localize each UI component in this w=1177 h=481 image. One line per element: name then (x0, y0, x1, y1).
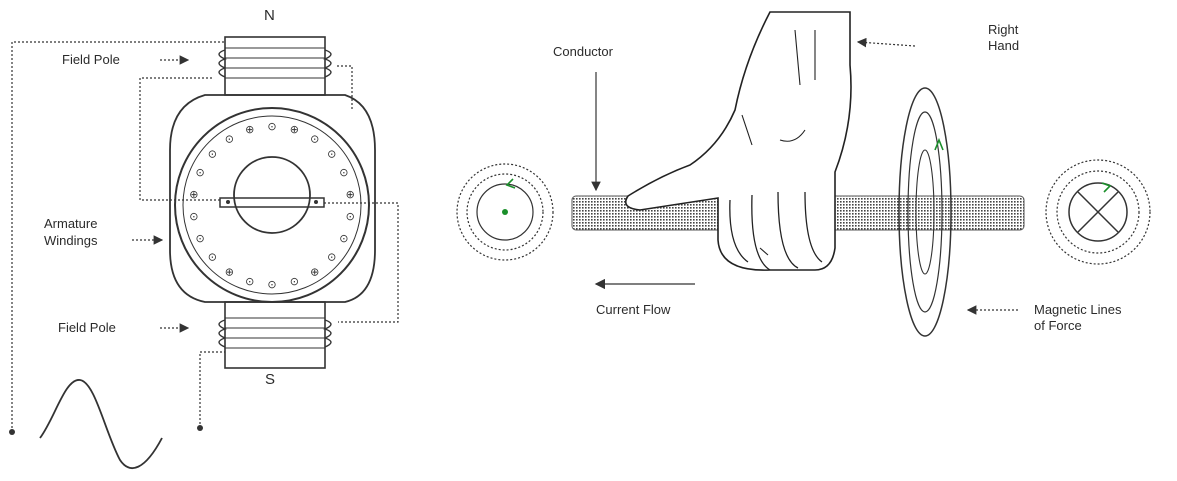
field-ring-around-conductor (898, 87, 952, 337)
armature-conductor-symbol: ⊙ (195, 232, 204, 245)
right-hand-icon (624, 11, 852, 271)
armature-conductor-symbol: ⊕ (290, 123, 299, 136)
field-pole-bottom-label: Field Pole (58, 320, 116, 335)
armature-conductor-symbol: ⊕ (310, 266, 319, 279)
armature-conductor-symbols: ⊙⊕⊙⊙⊙⊕⊙⊙⊙⊕⊙⊙⊙⊕⊙⊙⊙⊕⊙⊙⊙⊕ (189, 120, 355, 291)
armature-label-line2: Windings (44, 233, 98, 248)
armature-conductor-symbol: ⊙ (267, 120, 276, 133)
ac-supply-wiring (11, 41, 225, 432)
south-pole-label: S (265, 371, 276, 388)
field-pole-top (218, 36, 332, 96)
internal-wiring (139, 65, 399, 323)
current-in-cross-icon (1077, 191, 1119, 233)
ac-sine-wave-icon (39, 379, 163, 469)
right-hand-rule-diagram (456, 11, 1151, 337)
armature-conductor-symbol: ⊙ (346, 210, 355, 223)
armature-conductor-symbol: ⊙ (189, 210, 198, 223)
armature-conductor-symbol: ⊙ (327, 147, 336, 160)
right-hand-label-line1: Right (988, 22, 1019, 37)
right-hand-arrow (856, 37, 916, 48)
terminal-left (9, 429, 15, 435)
armature-conductor-symbol: ⊕ (346, 188, 355, 201)
armature-conductor-symbol: ⊙ (339, 166, 348, 179)
armature-outer-ring (174, 107, 370, 303)
right-hand-label-line2: Hand (988, 38, 1020, 53)
field-pole-bottom (218, 301, 332, 369)
north-pole-label: N (264, 7, 275, 24)
magnetic-lines-label-line1: Magnetic Lines (1034, 302, 1122, 317)
armature-inner-ring (182, 115, 362, 295)
armature-conductor-symbol: ⊙ (267, 278, 276, 291)
current-flow-label: Current Flow (596, 302, 671, 317)
armature-conductor-symbol: ⊙ (208, 147, 217, 160)
stator-housing (169, 94, 376, 303)
armature-conductor-symbol: ⊕ (225, 266, 234, 279)
terminal-right (197, 425, 203, 431)
armature-conductor-symbol: ⊙ (208, 251, 217, 264)
armature-label-line1: Armature (44, 216, 98, 231)
field-lines-current-in (1045, 159, 1151, 265)
armature-conductor-symbol: ⊙ (310, 133, 319, 146)
magnetic-lines-label-line2: of Force (1034, 318, 1082, 333)
armature-conductor-symbol: ⊙ (339, 232, 348, 245)
armature-conductor-symbol: ⊙ (290, 275, 299, 288)
conductor-label: Conductor (553, 44, 613, 59)
armature-conductor-symbol: ⊙ (245, 275, 254, 288)
field-lines-current-out (456, 163, 554, 261)
armature-conductor-symbol: ⊕ (189, 188, 198, 201)
armature-conductor-symbol: ⊙ (195, 166, 204, 179)
armature-conductor-symbol: ⊙ (225, 133, 234, 146)
current-out-dot-icon (502, 209, 508, 215)
armature-conductor-symbol: ⊙ (327, 251, 336, 264)
armature-conductor-symbol: ⊕ (245, 123, 254, 136)
field-pole-top-label: Field Pole (62, 52, 120, 67)
armature-shaft (233, 156, 311, 234)
dc-motor-diagram (9, 36, 399, 469)
